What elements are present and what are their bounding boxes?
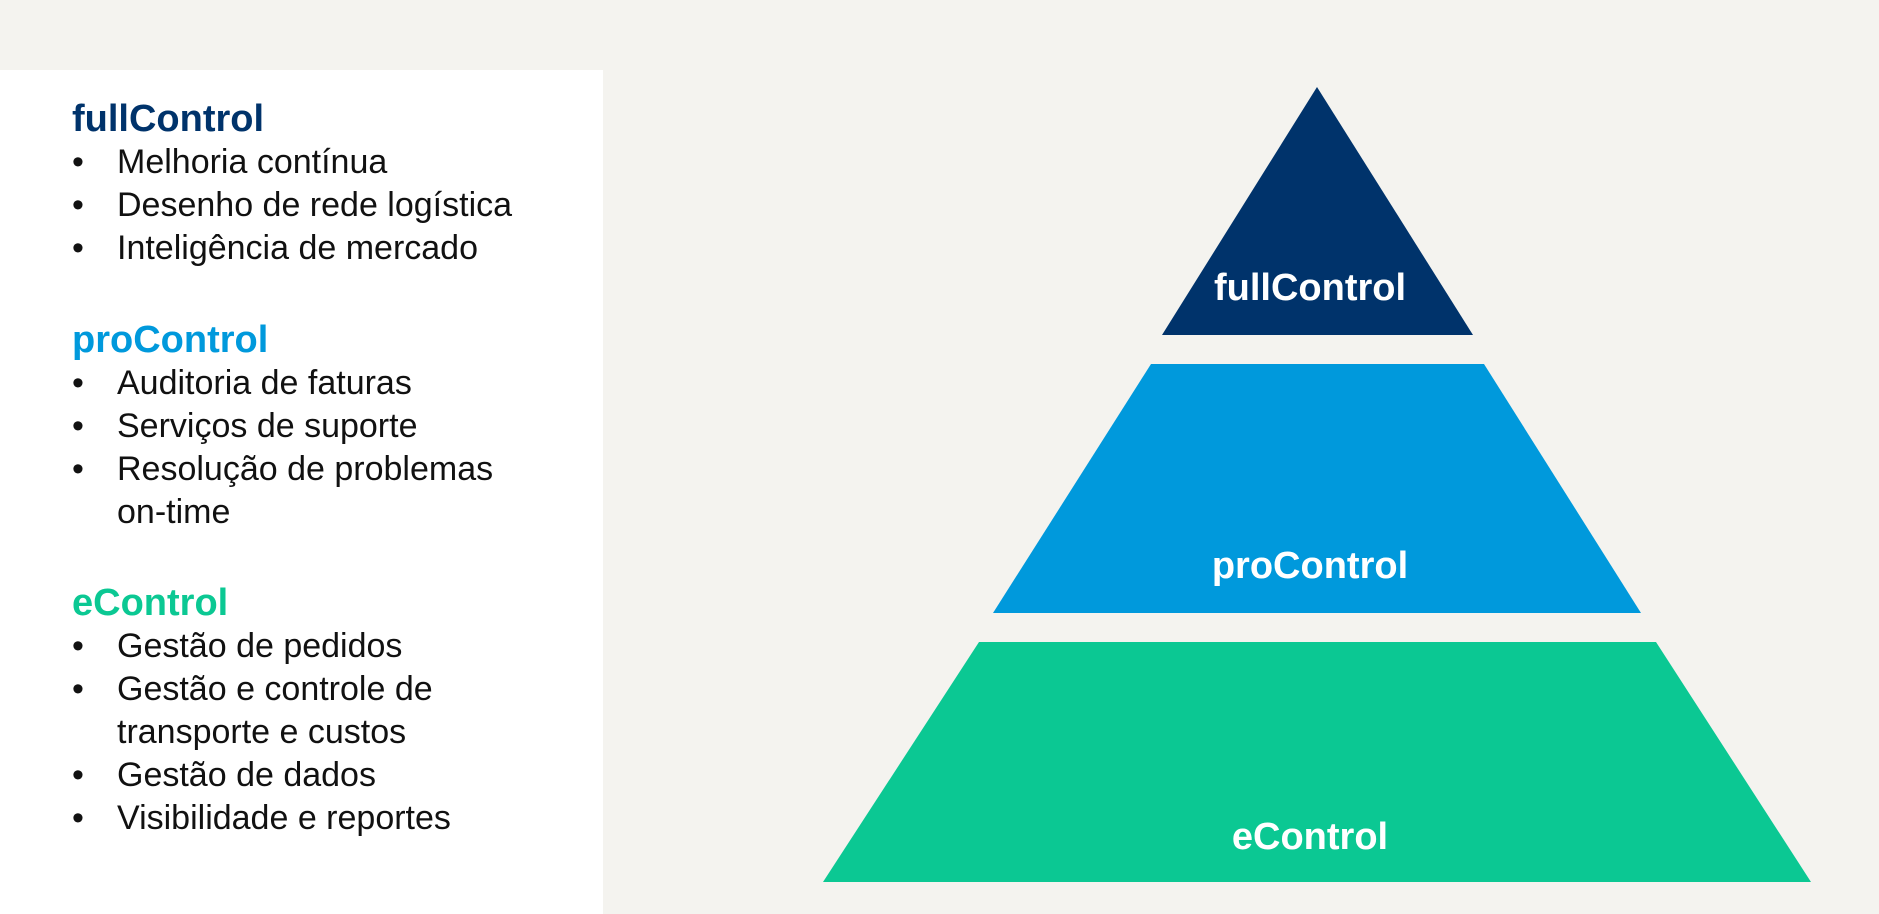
pyramid-tier-e [823,642,1811,882]
legend-section-pro: proControl •Auditoria de faturas •Serviç… [72,318,592,534]
list-item: •Melhoria contínua [72,141,592,184]
bullet-icon: • [72,229,84,267]
bullet-icon: • [72,143,84,181]
list-item-continuation: on-time [117,493,231,531]
list-item: •Resolução de problemas [72,448,592,491]
bullet-icon: • [72,670,84,708]
list-item: •Gestão de pedidos [72,625,592,668]
pyramid-tier-pro [993,364,1641,613]
list-item: •Auditoria de faturas [72,362,592,405]
pyramid-tier-full [1162,87,1473,335]
bullet-icon: • [72,407,84,445]
legend-panel: fullControl •Melhoria contínua •Desenho … [0,70,603,914]
list-item: •Inteligência de mercado [72,227,592,270]
list-item: •Desenho de rede logística [72,184,592,227]
legend-list-full: •Melhoria contínua •Desenho de rede logí… [72,141,592,270]
list-item: •Gestão de dados [72,754,592,797]
list-item: •Visibilidade e reportes [72,797,592,840]
legend-section-full: fullControl •Melhoria contínua •Desenho … [72,97,592,270]
list-item: •Serviços de suporte [72,405,592,448]
bullet-icon: • [72,799,84,837]
list-item: •Gestão e controle de [72,668,592,711]
pyramid-label-pro: proControl [1212,545,1408,587]
list-item-continuation: transporte e custos [117,713,407,751]
pyramid-label-full: fullControl [1214,267,1406,309]
legend-list-e: •Gestão de pedidos •Gestão e controle de… [72,625,592,840]
legend-title-full: fullControl [72,98,265,140]
legend-title-e: eControl [72,582,229,624]
legend-title-pro: proControl [72,319,269,361]
bullet-icon: • [72,186,84,224]
pyramid-label-e: eControl [1232,816,1388,858]
bullet-icon: • [72,364,84,402]
legend-list-pro: •Auditoria de faturas •Serviços de supor… [72,362,592,534]
legend-section-e: eControl •Gestão de pedidos •Gestão e co… [72,581,592,840]
bullet-icon: • [72,627,84,665]
bullet-icon: • [72,450,84,488]
bullet-icon: • [72,756,84,794]
